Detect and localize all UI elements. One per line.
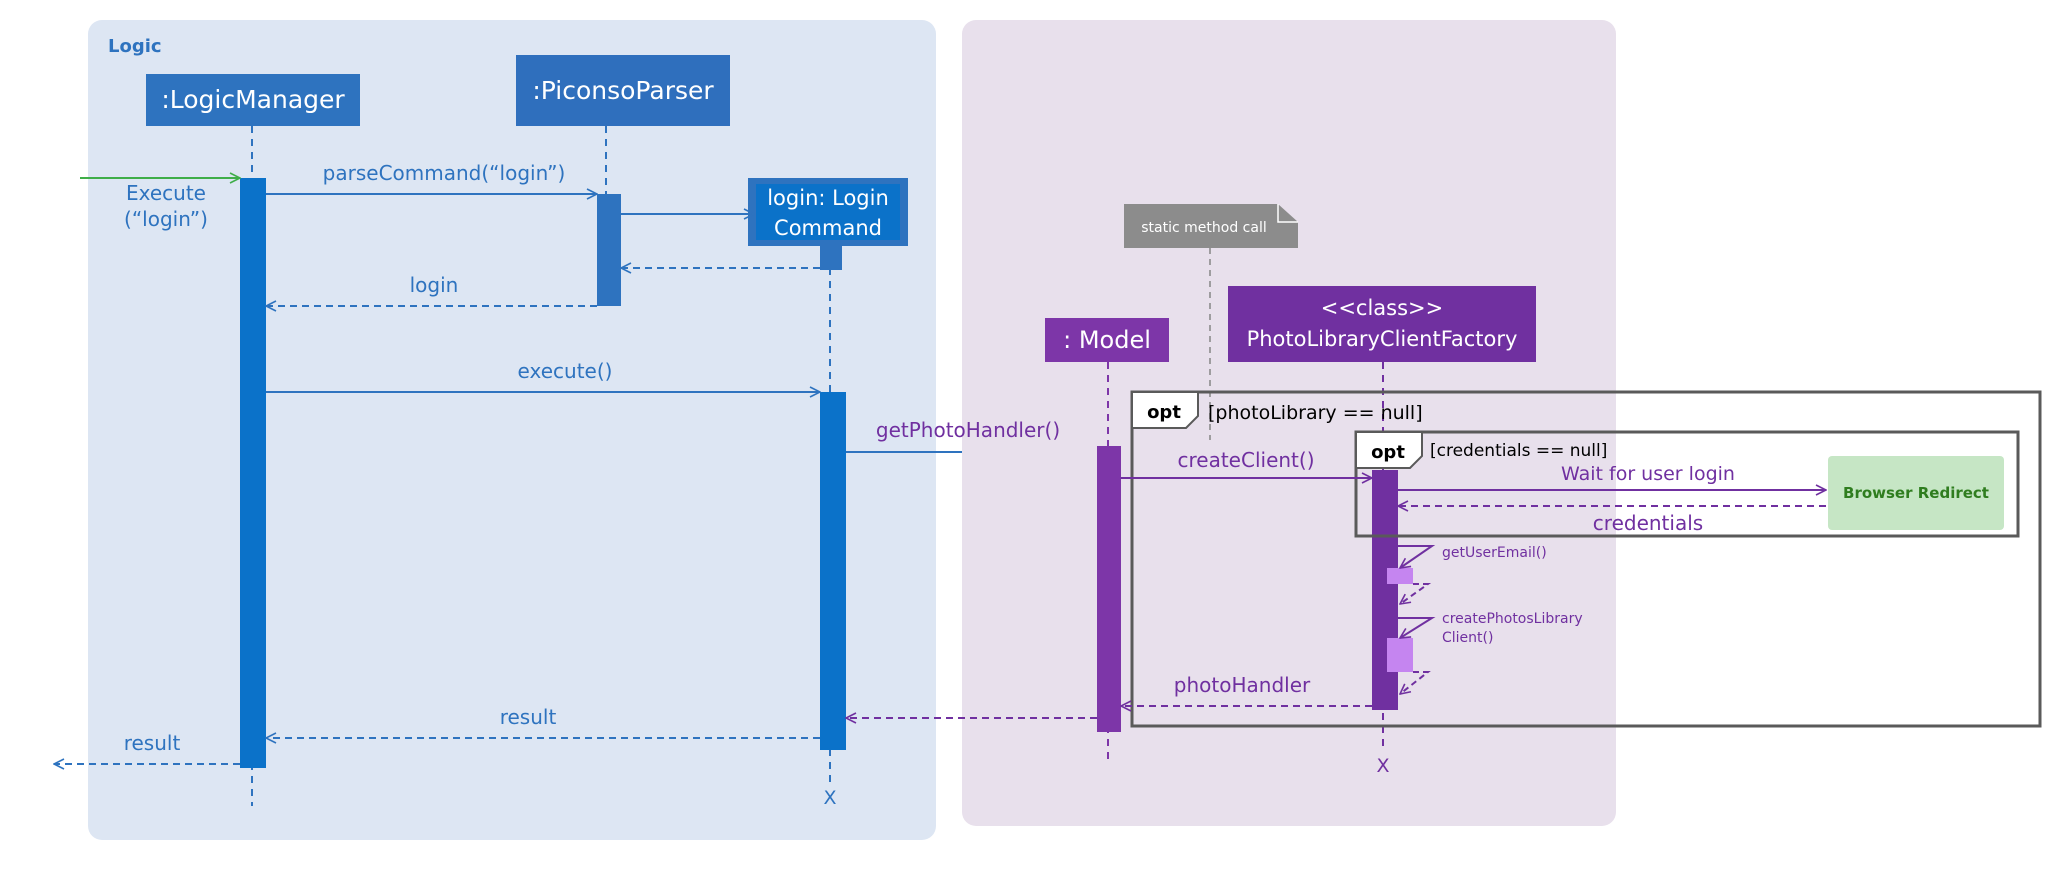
create-client-label: createClient() — [1178, 448, 1315, 472]
static-method-note-fold — [1277, 204, 1298, 223]
get-user-email-return — [1400, 583, 1432, 604]
login-return-label: login — [410, 273, 459, 297]
factory-label-line1: <<class>> — [1321, 296, 1444, 320]
outer-opt-frame — [1130, 390, 2042, 728]
execute-label-line1: Execute — [126, 181, 206, 205]
logic-region-label: Logic — [108, 36, 162, 57]
inner-opt-frame — [1354, 430, 2020, 538]
get-user-email-label: getUserEmail() — [1442, 545, 1547, 561]
create-photos-library-client-self-call — [1398, 617, 1436, 638]
model-activation — [1097, 446, 1121, 732]
get-user-email-self-call — [1398, 545, 1436, 568]
outer-opt-tag: opt — [1147, 402, 1181, 423]
login-command-box-inner — [756, 184, 900, 240]
execute-call-label: execute() — [518, 359, 613, 383]
login-command-label-line1: login: Login — [767, 186, 889, 210]
inner-opt-guard: [credentials == null] — [1430, 441, 1607, 461]
login-command-destroy-mark: X — [823, 787, 836, 809]
create-photos-library-client-label-line2: Client() — [1442, 630, 1493, 646]
login-command-label-line2: Command — [774, 216, 882, 240]
model-label: : Model — [1063, 326, 1151, 354]
result-to-manager-label: result — [500, 705, 557, 729]
factory-activation — [1372, 470, 1398, 710]
login-command-activation — [820, 392, 846, 750]
static-method-note — [1124, 204, 1298, 248]
inner-opt-tag-box — [1355, 431, 1423, 469]
login-command-activation-top — [820, 244, 842, 270]
logic-manager-activation — [240, 178, 266, 768]
piconso-parser-box — [516, 55, 730, 126]
create-client-activation — [1387, 638, 1413, 672]
create-photos-library-client-label-line1: createPhotosLibrary — [1442, 611, 1583, 627]
outer-opt-guard: [photoLibrary == null] — [1208, 402, 1423, 424]
static-method-note-text: static method call — [1141, 220, 1266, 236]
factory-destroy-mark: X — [1376, 755, 1389, 777]
logic-region — [88, 20, 936, 840]
wait-for-user-login-label: Wait for user login — [1561, 463, 1735, 485]
result-out-label: result — [124, 731, 181, 755]
outer-opt-tag-box — [1131, 391, 1199, 429]
credentials-label: credentials — [1593, 511, 1703, 535]
photo-handler-label: photoHandler — [1174, 673, 1311, 697]
factory-label-line2: PhotoLibraryClientFactory — [1247, 327, 1518, 351]
model-box — [1045, 318, 1169, 362]
inner-opt-tag: opt — [1371, 442, 1405, 463]
get-user-email-activation — [1387, 568, 1413, 584]
browser-redirect-box — [1828, 456, 2004, 530]
parse-command-label: parseCommand(“login”) — [323, 161, 566, 185]
piconso-parser-activation — [597, 194, 621, 306]
get-photo-handler-label: getPhotoHandler() — [876, 418, 1060, 442]
create-photos-library-client-return — [1400, 671, 1431, 694]
browser-redirect-label: Browser Redirect — [1843, 484, 1989, 502]
factory-box — [1228, 286, 1536, 362]
piconso-parser-label: :PiconsoParser — [532, 76, 714, 105]
execute-label-line2: (“login”) — [124, 207, 208, 231]
logic-manager-label: :LogicManager — [161, 85, 345, 114]
logic-manager-box — [146, 74, 360, 126]
